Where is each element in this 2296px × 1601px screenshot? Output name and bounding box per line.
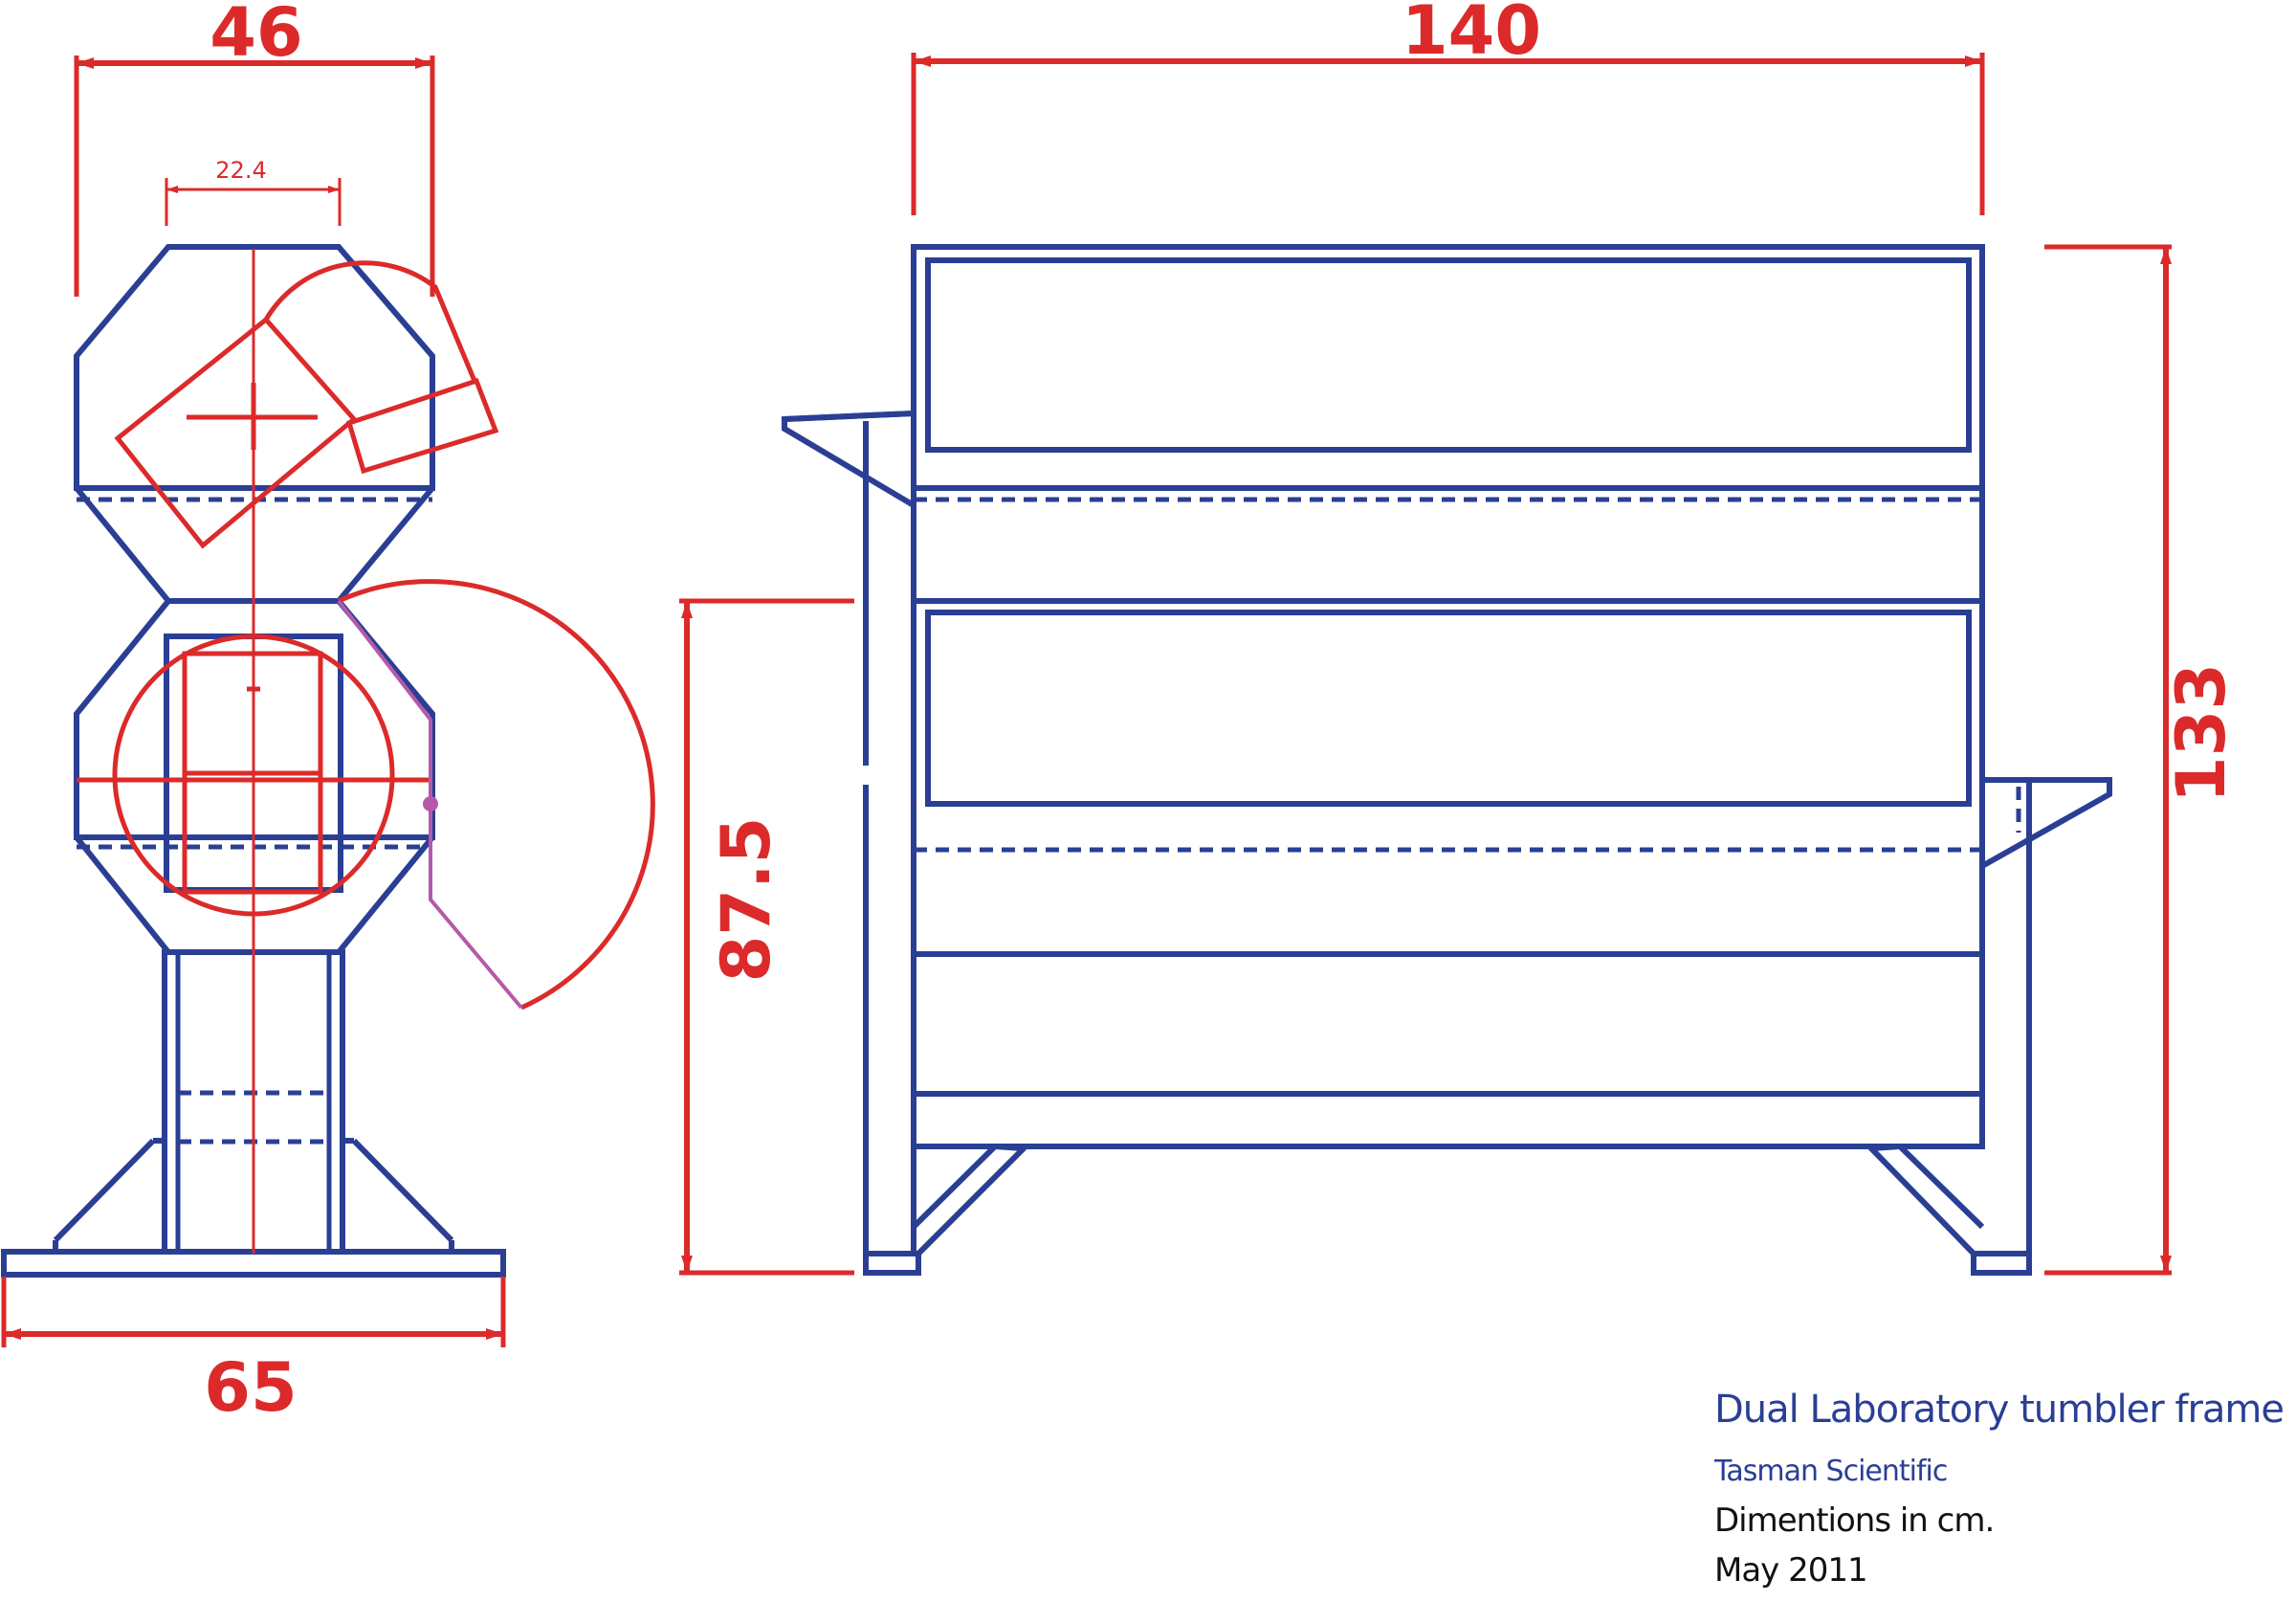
dim-875-arrow-bottom: [681, 1256, 693, 1273]
dim-46-arrow-right: [415, 57, 432, 69]
dim-133-arrow-top: [2160, 247, 2172, 264]
upper-window: [925, 257, 1972, 453]
dim-875-label: 87.5: [707, 817, 785, 983]
dim-133-label: 133: [2162, 663, 2241, 803]
dim-875-arrow-top: [681, 601, 693, 618]
dim-140-arrow-left: [914, 56, 931, 67]
drawing-date: May 2011: [1714, 1551, 1868, 1590]
dim-140-arrow-right: [1965, 56, 1982, 67]
right-brace-diagonal: [351, 1138, 454, 1243]
upper-lid-box: [345, 377, 499, 475]
dim-65-arrow-left: [4, 1328, 21, 1340]
dim-65-arrow-right: [486, 1328, 503, 1340]
dim-46-arrow-left: [77, 57, 94, 69]
title-block: Dual Laboratory tumbler frame Tasman Sci…: [1714, 1388, 2285, 1601]
swing-door-arc: [337, 579, 655, 1011]
units-note: Dimentions in cm.: [1714, 1501, 1995, 1540]
company-name: Tasman Scientific: [1714, 1455, 1948, 1488]
upper-drum-tilted: [114, 316, 358, 549]
dim-22-label: 22.4: [215, 157, 266, 184]
right-shelf: [1980, 777, 2112, 869]
lower-window: [925, 610, 1972, 807]
side-base-plate: [1, 1249, 506, 1278]
dim-46-label: 46: [210, 0, 302, 72]
dim-140-label: 140: [1402, 0, 1541, 70]
front-view: 140 133 87.5: [679, 0, 2241, 1276]
upper-lid-arc: [263, 260, 477, 382]
left-shelf-top: [784, 411, 915, 422]
dim-22-arrow-right: [328, 186, 340, 193]
dim-22-arrow-left: [166, 186, 178, 193]
lower-drum-box-bottom: [182, 770, 323, 895]
dim-65-label: 65: [204, 1348, 297, 1427]
front-left-foot: [863, 1251, 921, 1276]
left-foot-brace: [911, 1143, 1030, 1256]
left-shelf: [782, 411, 916, 508]
front-frame: [911, 244, 1985, 1149]
lower-drum-circle: [112, 634, 395, 917]
right-brace: [340, 1138, 454, 1255]
front-right-foot: [1971, 1251, 2032, 1276]
drawing-title: Dual Laboratory tumbler frame: [1714, 1388, 2285, 1432]
side-view: 46 22.4 65: [1, 0, 655, 1427]
swing-door-pivot: [423, 796, 438, 812]
left-brace-diagonal: [53, 1138, 156, 1243]
left-brace: [53, 1138, 167, 1255]
dim-133-arrow-bottom: [2160, 1256, 2172, 1273]
right-foot-brace: [1865, 1143, 1985, 1256]
